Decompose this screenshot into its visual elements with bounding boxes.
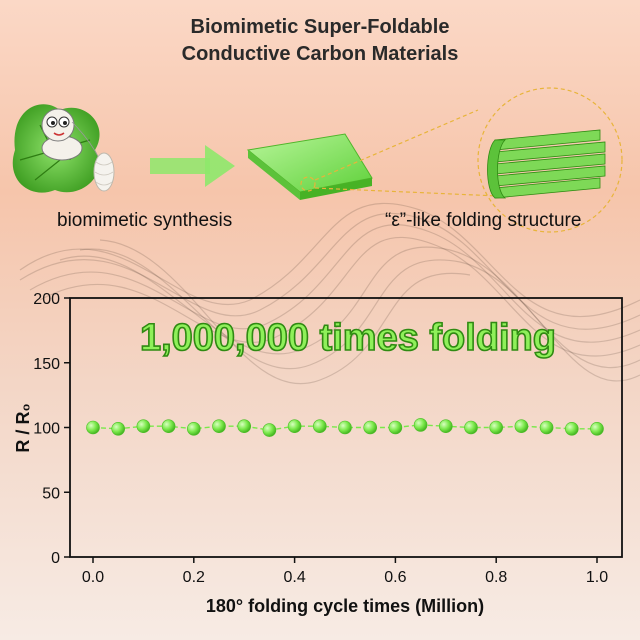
series-line	[92, 424, 597, 431]
figure-title-line2: Conductive Carbon Materials	[181, 43, 459, 65]
data-point	[187, 421, 201, 436]
data-point	[86, 420, 100, 435]
y-axis-label: R / R₀	[13, 403, 33, 452]
wave-decoration	[19, 202, 640, 385]
zoom-indicator	[300, 87, 623, 233]
x-axis-label: 180° folding cycle times (Million)	[206, 596, 484, 616]
data-point	[111, 421, 125, 436]
data-point	[287, 419, 302, 434]
data-point	[212, 419, 226, 434]
data-point	[161, 419, 176, 434]
x-tick-label: 0.2	[183, 569, 205, 586]
folding-count-annotation: 1,000,000 times folding	[140, 317, 556, 359]
cocoon-icon	[93, 152, 115, 192]
caption-biomimetic-synthesis: biomimetic synthesis	[57, 210, 233, 231]
x-tick-label: 0.0	[82, 569, 104, 586]
data-point	[539, 420, 554, 435]
data-point	[136, 419, 151, 434]
layered-structure-icon	[487, 129, 606, 199]
figure-title-line1: Biomimetic Super-Foldable	[190, 16, 450, 38]
data-point	[564, 421, 579, 436]
y-tick-label: 200	[33, 291, 60, 308]
data-point	[514, 419, 529, 434]
carbon-film-icon	[246, 133, 373, 200]
data-point	[338, 420, 352, 435]
data-point	[489, 420, 504, 435]
data-point	[237, 419, 251, 434]
data-point	[262, 423, 277, 437]
x-tick-label: 0.8	[485, 569, 507, 586]
data-point	[464, 420, 478, 435]
x-tick-label: 0.4	[283, 569, 305, 586]
data-point	[590, 421, 604, 436]
data-point	[413, 418, 428, 432]
x-tick-label: 1.0	[586, 569, 608, 586]
data-point	[438, 419, 453, 434]
y-tick-label: 100	[33, 421, 60, 438]
data-point	[312, 419, 327, 434]
caption-folding-structure: “ε”-like folding structure	[385, 210, 582, 231]
y-tick-label: 50	[42, 485, 60, 502]
y-tick-label: 0	[51, 550, 60, 567]
data-point	[363, 420, 378, 435]
x-tick-label: 0.6	[384, 569, 406, 586]
y-tick-label: 150	[33, 356, 60, 373]
silkworm-on-leaf-icon	[12, 104, 101, 193]
data-point	[388, 420, 403, 435]
arrow-right-icon	[150, 145, 235, 187]
